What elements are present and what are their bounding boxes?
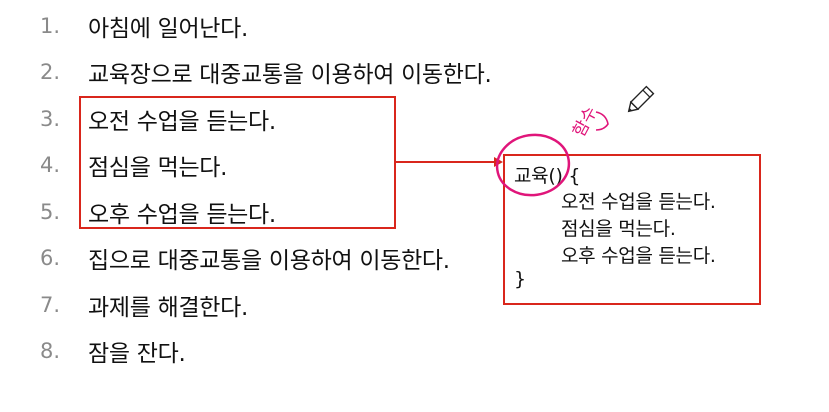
list-number: 1. — [40, 14, 61, 38]
list-text: 과제를 해결한다. — [88, 295, 249, 321]
list-number: 3. — [40, 107, 61, 131]
pencil-icon — [627, 85, 655, 113]
list-text: 교육장으로 대중교통을 이용하여 이동한다. — [88, 62, 492, 88]
list-item: 1. 아침에 일어난다. — [0, 3, 520, 49]
handwriting-stroke — [595, 111, 609, 131]
list-text: 아침에 일어난다. — [88, 16, 249, 42]
list-text: 점심을 먹는다. — [88, 155, 228, 181]
arrow-icon — [396, 157, 503, 167]
list-number: 6. — [40, 246, 61, 270]
list-text: 잠을 잔다. — [88, 341, 186, 367]
list-item: 5. 오후 수업을 듣는다. — [0, 189, 520, 235]
function-body-line: 오후 수업을 듣는다. — [561, 245, 716, 267]
list-item: 4. 점심을 먹는다. — [0, 142, 520, 188]
function-code-box: 교육() { 오전 수업을 듣는다. 점심을 먹는다. 오후 수업을 듣는다. … — [503, 154, 761, 305]
list-item: 2. 교육장으로 대중교통을 이용하여 이동한다. — [0, 49, 520, 95]
highlight-box — [79, 96, 396, 229]
list-text: 오후 수업을 듣는다. — [88, 202, 276, 228]
list-item: 6. 집으로 대중교통을 이용하여 이동한다. — [0, 235, 520, 281]
list-number: 7. — [40, 293, 61, 317]
function-footer: } — [514, 268, 526, 290]
list-number: 4. — [40, 153, 61, 177]
list-text: 오전 수업을 듣는다. — [88, 109, 276, 135]
list-number: 5. — [40, 200, 61, 224]
circle-annotation — [495, 133, 571, 197]
function-body-line: 오전 수업을 듣는다. — [561, 191, 716, 213]
list-item: 7. 과제를 해결한다. — [0, 282, 520, 328]
list-item: 3. 오전 수업을 듣는다. — [0, 96, 520, 142]
function-header: 교육() { — [514, 165, 581, 187]
list-text: 집으로 대중교통을 이용하여 이동한다. — [88, 248, 450, 274]
list-number: 8. — [40, 339, 61, 363]
list-item: 8. 잠을 잔다. — [0, 328, 520, 374]
function-body-line: 점심을 먹는다. — [561, 218, 676, 240]
handwritten-note: 함수 — [569, 103, 601, 140]
list-number: 2. — [40, 60, 61, 84]
